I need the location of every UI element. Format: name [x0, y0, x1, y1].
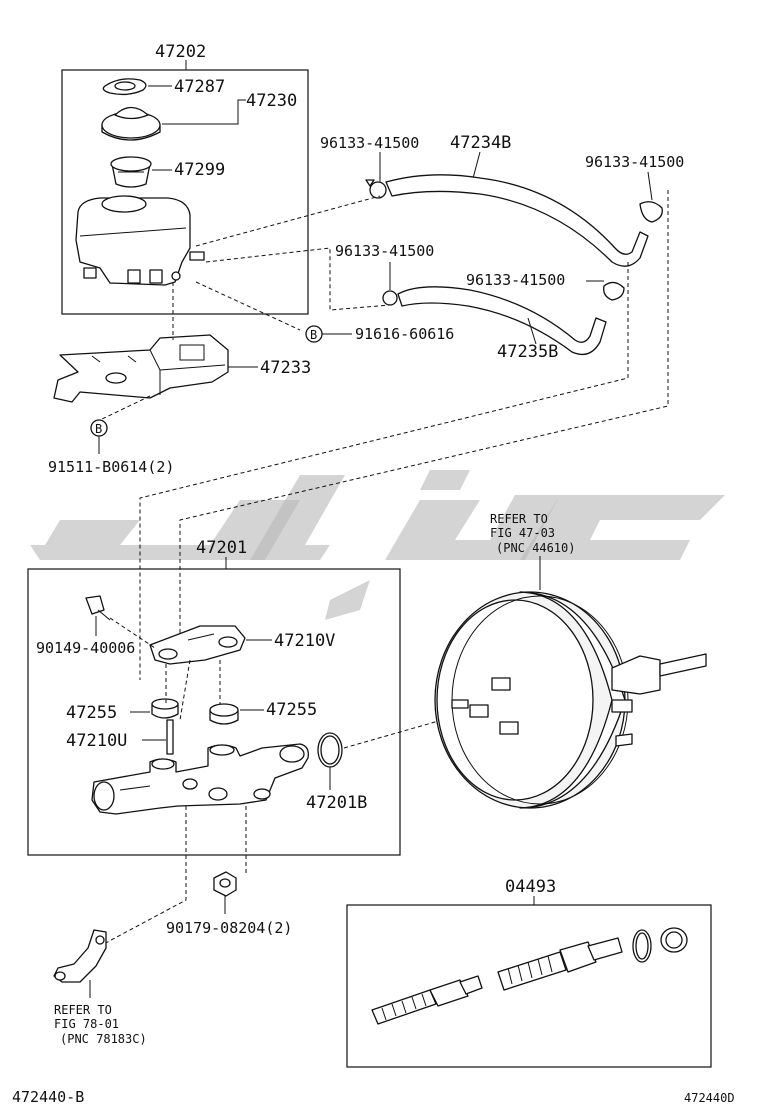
label-47201b: 47201B — [306, 793, 367, 813]
label-47255-left: 47255 — [66, 703, 117, 723]
refer-booster-line3: (PNC 44610) — [496, 541, 575, 555]
leader-47235b — [527, 317, 537, 345]
hose-47234b — [385, 174, 649, 267]
label-91616: 91616-60616 — [355, 325, 454, 343]
dash-oring-to-booster — [343, 711, 471, 749]
svg-text:B: B — [95, 422, 102, 436]
refer-bracket-line2: FIG 78-01 — [54, 1017, 119, 1031]
dash-bolt-to-manifold — [109, 617, 156, 649]
primary-piston-spring — [497, 937, 623, 991]
master-cylinder-body — [91, 743, 309, 815]
secondary-piston-spring — [371, 975, 483, 1025]
marker-b-91616: B — [305, 325, 323, 343]
brake-booster — [434, 591, 707, 809]
label-47233: 47233 — [260, 358, 311, 378]
reservoir-strainer-47299 — [110, 156, 152, 188]
refer-bracket-line1: REFER TO — [54, 1003, 112, 1017]
label-47210v: 47210V — [274, 631, 335, 651]
manifold-47210v — [149, 625, 246, 665]
label-clip-d: 96133-41500 — [466, 271, 565, 289]
label-47230: 47230 — [246, 91, 297, 111]
pin-47210u — [166, 719, 174, 755]
hose-clip-a — [365, 179, 387, 199]
label-clip-c: 96133-41500 — [335, 242, 434, 260]
repair-kit-box — [346, 904, 712, 1068]
label-47255-right: 47255 — [266, 700, 317, 720]
dash-hose-to-reservoir-b — [205, 247, 391, 311]
oring-47201b — [317, 732, 343, 768]
dash-bracket-to-b — [99, 395, 151, 421]
hose-clip-d — [603, 281, 625, 301]
label-90149: 90149-40006 — [36, 639, 135, 657]
brake-fluid-reservoir — [75, 195, 205, 286]
reservoir-bracket-47233 — [53, 334, 229, 403]
label-47210u: 47210U — [66, 731, 127, 751]
dash-reservoir-to-b — [195, 281, 301, 331]
dash-hose-to-reservoir-a — [195, 195, 381, 247]
refer-booster-line2: FIG 47-03 — [490, 526, 555, 540]
label-47234b: 47234B — [450, 133, 511, 153]
dash-mastercyl-to-bracket — [99, 806, 187, 947]
reservoir-gasket-47287 — [102, 78, 147, 96]
refer-booster-line1: REFER TO — [490, 512, 548, 526]
label-47299: 47299 — [174, 160, 225, 180]
svg-text:B: B — [310, 328, 317, 342]
grommet-47255-left — [151, 698, 179, 719]
hose-clip-c — [382, 290, 398, 306]
footer-diagram-id: 472440-B — [12, 1088, 84, 1106]
label-04493: 04493 — [505, 877, 556, 897]
dash-manifold-to-pin — [179, 659, 191, 721]
label-47202: 47202 — [155, 42, 206, 62]
dash-hose-to-mastercyl-b — [179, 190, 669, 660]
leader-47230 — [162, 99, 246, 125]
label-47235b: 47235B — [497, 342, 558, 362]
leader-clip-b — [647, 171, 653, 201]
label-90179: 90179-08204(2) — [166, 919, 292, 937]
label-47201: 47201 — [196, 538, 247, 558]
label-clip-a: 96133-41500 — [320, 134, 419, 152]
refer-bracket-line3: (PNC 78183C) — [60, 1032, 147, 1046]
footer-diagram-code: 472440D — [684, 1091, 735, 1105]
reservoir-assembly-box — [61, 69, 309, 315]
nut-90179 — [213, 871, 237, 897]
label-47287: 47287 — [174, 77, 225, 97]
dash-hose-to-mastercyl-a — [139, 262, 629, 680]
bolt-90149 — [85, 595, 111, 621]
grommet-47255-right — [209, 703, 239, 725]
marker-b-91511: B — [90, 419, 108, 437]
hose-clip-b — [639, 201, 663, 223]
kit-seal — [660, 927, 688, 953]
pedal-bracket — [53, 929, 107, 983]
hose-47235b — [397, 286, 607, 356]
label-91511: 91511-B0614(2) — [48, 458, 174, 476]
master-cylinder-box — [27, 568, 401, 856]
watermark-logo — [30, 470, 725, 620]
reservoir-cap-47230 — [101, 106, 161, 141]
label-clip-b: 96133-41500 — [585, 153, 684, 171]
kit-oring — [632, 929, 652, 963]
